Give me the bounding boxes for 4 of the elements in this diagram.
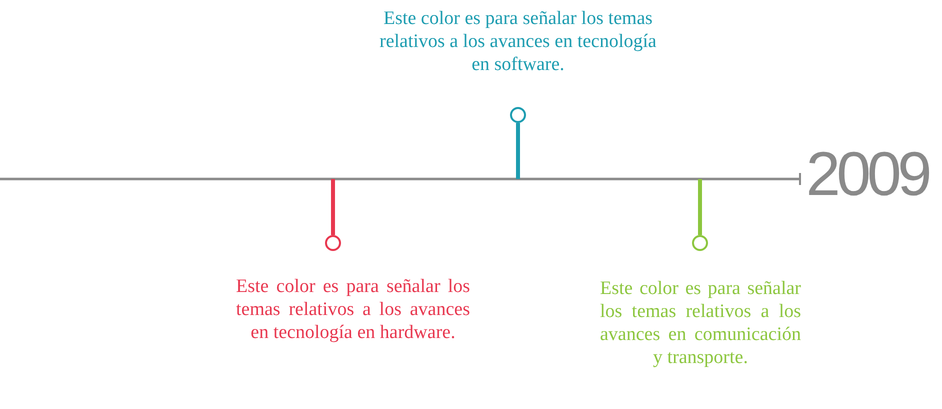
legend-text: Este color es para señalar los temas relativos a los avances en tecnología en hardware. (236, 275, 470, 344)
year-label: 2009 (806, 140, 928, 210)
legend-text: Este color es para señalar los temas relativos a los avances en comunicación y transporte. (600, 277, 801, 369)
legend-text: Este color es para señalar los temas relativos a los avances en tecnología en software. (378, 7, 658, 76)
